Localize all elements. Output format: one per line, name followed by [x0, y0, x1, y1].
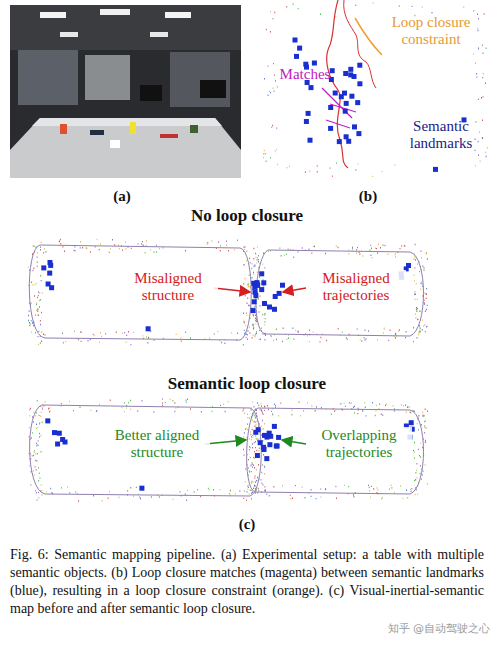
semantic-landmark	[41, 265, 46, 270]
semantic-landmark	[306, 111, 311, 116]
map-points	[29, 241, 427, 342]
semantic-landmark	[272, 307, 277, 312]
semantic-landmark	[337, 139, 342, 144]
semantic-landmark	[276, 435, 281, 440]
panel-label: (a)	[102, 188, 142, 205]
semantic-landmark	[343, 109, 348, 114]
semantic-landmark	[55, 442, 60, 447]
watermark: 知乎 @自动驾驶之心	[372, 622, 490, 636]
callout-label: Loop closure constraint	[372, 14, 490, 48]
semantic-landmark	[333, 91, 338, 96]
map-points	[31, 400, 425, 499]
semantic-landmark	[63, 440, 68, 445]
semantic-landmark	[139, 486, 144, 491]
semantic-landmark	[52, 430, 57, 435]
map-points	[30, 402, 427, 500]
leader-arrow	[283, 288, 306, 292]
semantic-landmark	[357, 81, 362, 86]
semantic-landmark	[308, 138, 313, 143]
semantic-landmark	[328, 105, 333, 110]
semantic-landmark	[146, 326, 151, 331]
semantic-landmark	[304, 119, 309, 124]
semantic-landmark	[294, 54, 299, 59]
semantic-landmark	[262, 301, 267, 306]
figure-caption: Fig. 6: Semantic mapping pipeline. (a) E…	[10, 546, 484, 618]
map-before	[28, 239, 428, 344]
panel-heading: Semantic loop closure	[0, 374, 494, 394]
semantic-landmark	[409, 420, 414, 425]
callout-label: Matches	[270, 66, 340, 83]
semantic-landmark	[57, 431, 62, 436]
leader-arrow	[214, 288, 250, 292]
semantic-landmark	[259, 271, 264, 276]
semantic-landmark	[280, 283, 285, 288]
semantic-landmark	[344, 134, 349, 139]
semantic-landmark	[261, 280, 266, 285]
map-points	[28, 239, 424, 344]
semantic-landmark	[312, 61, 317, 66]
semantic-landmark	[264, 456, 269, 461]
callout-label: Overlapping trajectories	[306, 427, 412, 461]
map-points	[29, 399, 426, 499]
semantic-landmark	[275, 444, 280, 449]
map-points	[30, 399, 426, 500]
semantic-landmark	[253, 293, 258, 298]
semantic-landmark	[349, 94, 354, 99]
semantic-landmark	[357, 63, 362, 68]
lab-photo	[10, 5, 241, 178]
semantic-landmark	[261, 445, 266, 450]
semantic-landmark	[339, 94, 344, 99]
semantic-landmark	[344, 101, 349, 106]
semantic-landmark	[47, 271, 52, 276]
semantic-landmark	[328, 126, 333, 131]
semantic-landmark	[267, 442, 272, 447]
callout-label: Better aligned structure	[104, 427, 210, 461]
leader-arrow	[282, 440, 306, 444]
semantic-landmark	[355, 100, 360, 105]
semantic-landmark	[309, 85, 314, 90]
semantic-landmark	[346, 139, 351, 144]
map-after	[28, 399, 427, 501]
map-points	[29, 240, 428, 344]
semantic-landmark	[297, 46, 302, 51]
leader-arrow	[205, 440, 246, 444]
semantic-landmark	[49, 285, 54, 290]
semantic-landmark	[258, 440, 263, 445]
semantic-landmark	[256, 427, 261, 432]
semantic-landmark	[255, 283, 260, 288]
map-points	[28, 240, 428, 344]
semantic-landmark	[277, 291, 282, 296]
semantic-landmark	[255, 453, 260, 458]
semantic-landmark	[274, 444, 279, 449]
panel-heading: No loop closure	[0, 206, 494, 226]
callout-label: Misaligned structure	[118, 270, 218, 304]
semantic-landmark	[348, 67, 353, 72]
semantic-landmark	[267, 305, 272, 310]
callout-label: Semantic landmarks	[392, 118, 490, 152]
semantic-landmark	[406, 263, 411, 268]
semantic-landmark	[330, 68, 335, 73]
semantic-landmark	[267, 431, 272, 436]
semantic-landmark	[272, 424, 277, 429]
semantic-landmark	[356, 131, 361, 136]
semantic-landmark	[433, 167, 438, 172]
callout-label: Misaligned trajectories	[306, 270, 406, 304]
map-points	[29, 240, 426, 345]
semantic-landmark	[251, 308, 256, 313]
semantic-landmark	[252, 299, 257, 304]
map-points	[29, 400, 427, 501]
panel-label: (c)	[227, 516, 267, 533]
semantic-landmark	[352, 124, 357, 129]
map-points	[29, 241, 428, 344]
panel-label: (b)	[348, 188, 388, 205]
semantic-landmark	[293, 38, 298, 43]
semantic-landmark	[343, 71, 348, 76]
map-points	[28, 402, 427, 501]
semantic-landmark	[48, 263, 53, 268]
semantic-landmark	[45, 418, 50, 423]
semantic-landmark	[348, 72, 353, 77]
